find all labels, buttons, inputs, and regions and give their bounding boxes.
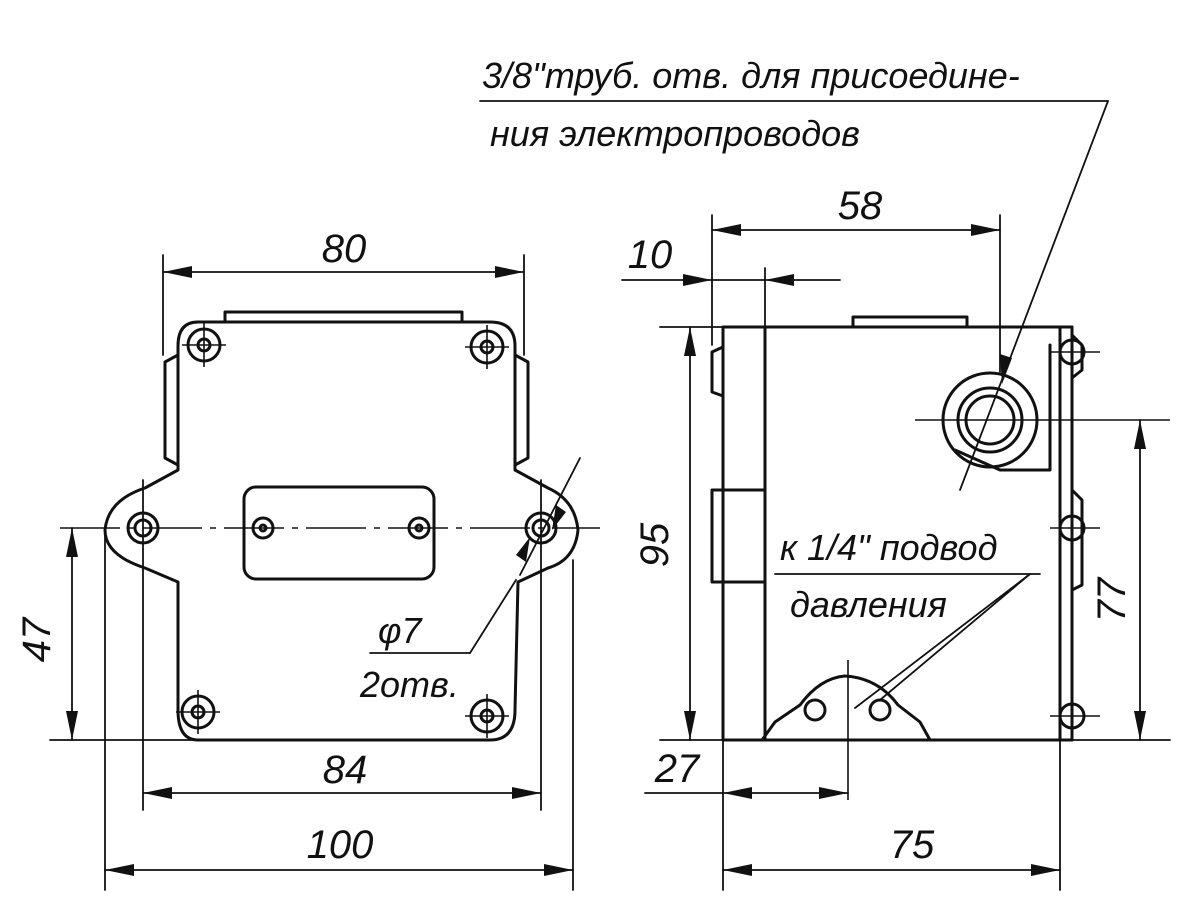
front-name-plate [242, 485, 436, 581]
front-left-rib [163, 353, 180, 467]
pressure-callout: к 1/4" подвод давления [774, 527, 1041, 709]
front-body-outline [103, 320, 580, 742]
dim-80: 80 [322, 227, 367, 271]
pressure-note-line1: к 1/4" подвод [780, 527, 997, 568]
dim-58: 58 [838, 184, 883, 228]
pressure-note-line2: давления [790, 584, 947, 625]
dim-100: 100 [307, 823, 374, 867]
dim-10: 10 [628, 233, 673, 277]
front-top-cap [223, 310, 464, 324]
side-left-bracket [710, 345, 725, 398]
side-conduit-boss [915, 343, 1170, 472]
side-screw-bottom [1050, 702, 1100, 730]
side-ear-middle [1070, 488, 1084, 592]
front-dimensions: 80 84 100 47 φ7 2отв. [15, 227, 581, 891]
front-screw-bottom-left [176, 690, 220, 734]
dim-75: 75 [890, 823, 935, 867]
dim-84: 84 [323, 748, 368, 792]
conduit-callout: 3/8"труб. отв. для присоедине- ния элект… [479, 55, 1109, 491]
dim-95: 95 [633, 522, 677, 567]
hole-diameter-label: φ7 [378, 610, 423, 651]
front-screw-top-left [182, 323, 226, 367]
dim-27: 27 [654, 747, 701, 791]
side-screw-mid [1050, 514, 1100, 542]
hole-count-label: 2отв. [359, 664, 459, 705]
front-view [60, 310, 600, 742]
side-left-block [710, 488, 767, 584]
dim-47: 47 [15, 616, 59, 662]
side-top-cap [851, 315, 969, 329]
conduit-note-line1: 3/8"труб. отв. для присоедине- [482, 55, 1020, 96]
side-view [710, 315, 1170, 800]
front-screw-top-right [465, 325, 509, 369]
side-screw-top [1050, 338, 1100, 366]
conduit-note-line2: ния электропроводов [490, 113, 860, 154]
side-dimensions: 58 10 95 77 27 75 [621, 184, 1171, 891]
dim-77: 77 [1090, 576, 1134, 622]
front-right-rib [513, 353, 530, 467]
side-pressure-fitting [760, 660, 932, 800]
front-screw-bottom-right [465, 694, 509, 738]
